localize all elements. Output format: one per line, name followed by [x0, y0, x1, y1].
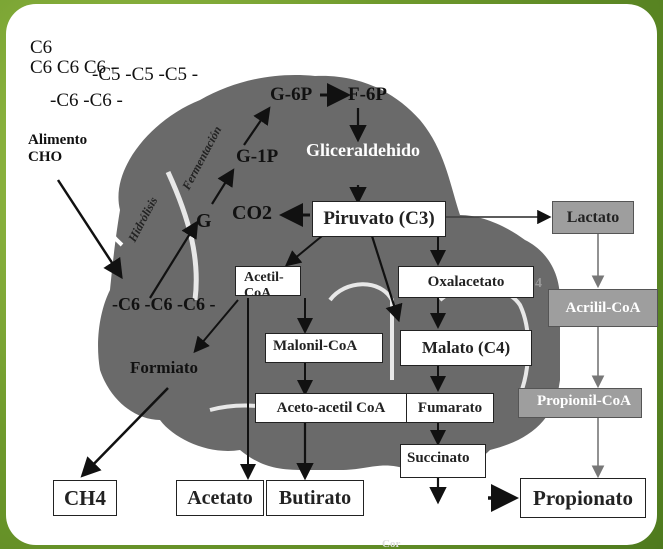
propionil-coa-box: Propionil-CoA	[518, 388, 642, 418]
oxalacetato-box: Oxalacetato	[398, 266, 534, 298]
carbon-chain-4: -C6 -C6 -	[50, 90, 123, 112]
lactato-box: Lactato	[552, 201, 634, 234]
formiato-label: Formiato	[130, 358, 198, 378]
piruvato-box: Piruvato (C3)	[312, 201, 446, 237]
alimento-cho-label: Alimento CHO	[28, 132, 118, 167]
c6-chain-label: -C6 -C6 -C6 -	[112, 294, 215, 315]
carbon-chain-3: -C5 -C5 -C5 -	[92, 64, 198, 86]
propionato-box: Propionato	[520, 478, 646, 518]
acrilil-coa-box: Acrilil-CoA	[548, 289, 658, 327]
acetil-coa-box: Acetil-CoA	[235, 266, 301, 296]
bottom-faint-text: Cor	[382, 538, 400, 550]
malonil-coa-box: Malonil-CoA	[265, 333, 383, 363]
g6p-label: G-6P	[270, 84, 312, 106]
ch4-box: CH4	[53, 480, 117, 516]
butirato-box: Butirato	[266, 480, 364, 516]
fumarato-box: Fumarato	[406, 393, 494, 423]
aceto-acetil-coa-box: Aceto-acetil CoA	[255, 393, 407, 423]
acetato-box: Acetato	[176, 480, 264, 516]
oxalacetato-suffix: 4	[535, 276, 542, 292]
malato-box: Malato (C4)	[400, 330, 532, 366]
gliceraldehido-label: Gliceraldehido	[306, 138, 444, 162]
f6p-label: F-6P	[348, 84, 387, 106]
g1p-label: G-1P	[236, 146, 278, 168]
carbon-chain-1: C6	[30, 37, 52, 59]
co2-label: CO2	[232, 202, 272, 225]
g-label: G	[196, 210, 212, 233]
succinato-box: Succinato	[400, 444, 486, 478]
